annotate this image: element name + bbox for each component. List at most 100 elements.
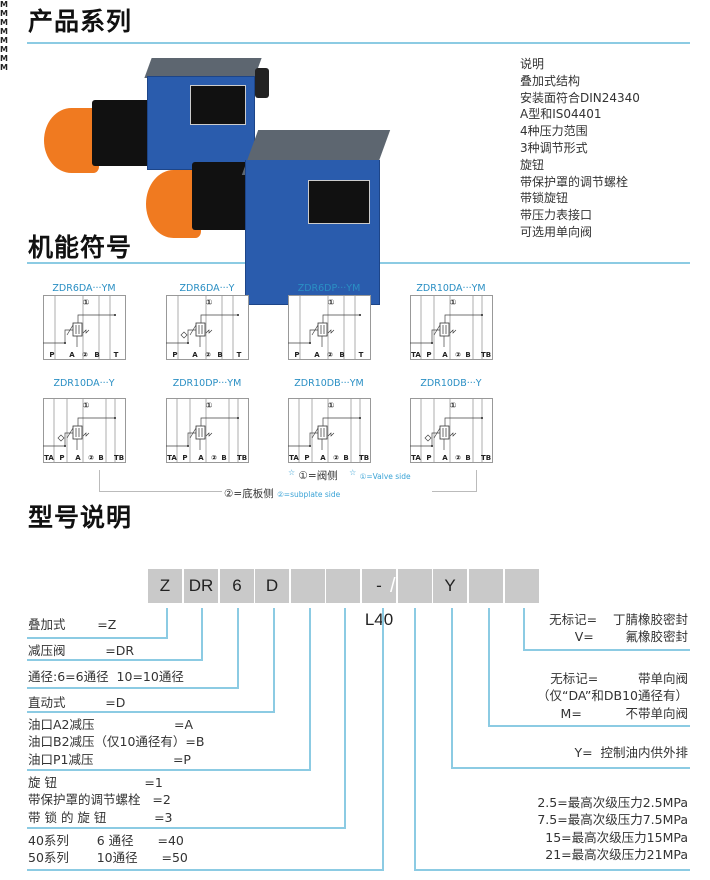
m-port-label: M	[0, 27, 8, 36]
valve-side-mark: ①	[83, 401, 90, 410]
code-box: Y	[433, 569, 467, 603]
star-icon: ☆	[349, 468, 357, 477]
m-port-label: M	[0, 54, 8, 63]
legend-line: 无标记= 带单向阀	[550, 671, 688, 686]
m-port-label: M	[0, 36, 8, 45]
code-box: -L40	[362, 569, 396, 629]
port-label: T	[359, 351, 364, 359]
legend-line: 带保护罩的调节螺栓 =2	[28, 792, 171, 808]
valve-side-mark: ①	[450, 298, 457, 307]
port-label: A	[442, 351, 448, 359]
code-box: /	[390, 569, 432, 603]
leader-line	[27, 659, 203, 661]
description-line: 带压力表接口	[520, 208, 593, 223]
legend-line: 7.5=最高次级压力7.5MPa	[537, 812, 688, 828]
leader-line	[166, 608, 168, 637]
port-label: TB	[237, 454, 247, 462]
description-line: 带锁旋钮	[520, 191, 569, 206]
m-port-label: M	[0, 9, 8, 18]
bracket-line	[432, 491, 477, 492]
legend-line: 油口B2减压（仅10通径有）=B	[28, 734, 205, 750]
port-label: ②	[211, 454, 217, 462]
m-port-label: M	[0, 0, 8, 9]
legend-line: M= 不带单向阀	[560, 705, 688, 721]
leader-line	[27, 827, 346, 829]
leader-line	[414, 869, 690, 871]
port-label: B	[217, 351, 222, 359]
port-label: P	[49, 351, 54, 359]
leader-line	[414, 608, 416, 871]
port-label: TB	[359, 454, 369, 462]
code-box	[469, 569, 503, 603]
legend-line: 通径:6=6通径 10=10通径	[28, 669, 184, 684]
legend-valve-side: ☆ ①=阀侧 ☆ ①=Valve side	[288, 468, 411, 483]
legend-item: 无标记= 带单向阀（仅“DA”和DB10通径有）M= 不带单向阀	[537, 670, 688, 722]
port-label: ②	[327, 351, 333, 359]
port-label: B	[343, 454, 348, 462]
legend-line: 2.5=最高次级压力2.5MPa	[537, 795, 688, 810]
legend-line: 油口A2减压 =A	[28, 717, 193, 732]
legend-subplate-side: ②=底板侧 ②=subplate side	[224, 486, 340, 501]
description-line: 3种调节形式	[520, 140, 588, 155]
port-label: TA	[167, 454, 177, 462]
m-port-label: M	[0, 63, 8, 72]
leader-line	[451, 767, 690, 769]
leader-line	[273, 608, 275, 711]
leader-line	[382, 608, 384, 869]
port-label: A	[69, 351, 75, 359]
legend-line: 减压阀 =DR	[28, 643, 135, 658]
leader-line	[27, 769, 311, 771]
valve-side-mark: ①	[206, 401, 213, 410]
port-label: B	[339, 351, 344, 359]
code-box	[505, 569, 539, 603]
port-label: T	[237, 351, 242, 359]
symbol-label: ZDR6DP···YM	[297, 283, 361, 294]
leader-line	[27, 637, 168, 639]
port-label: B	[465, 351, 470, 359]
section-title-model: 型号说明	[28, 503, 133, 532]
port-label: B	[221, 454, 226, 462]
legend-line: 带 锁 的 旋 钮 =3	[28, 809, 173, 825]
leader-line	[344, 608, 346, 827]
m-port-label: M	[0, 45, 8, 54]
legend-item: Y= 控制油内供外排	[574, 744, 688, 761]
symbol-label: ZDR6DA···Y	[179, 283, 235, 294]
port-label: P	[182, 454, 187, 462]
code-box: Z	[148, 569, 182, 603]
port-label: P	[304, 454, 309, 462]
legend-text: ①=阀侧	[298, 470, 338, 482]
port-label: A	[192, 351, 198, 359]
symbol-label: ZDR6DA···YM	[52, 283, 116, 294]
description-line: 叠加式结构	[520, 73, 581, 88]
code-box: D	[255, 569, 289, 603]
description-line: A型和IS04401	[520, 107, 602, 122]
bracket-line	[99, 491, 222, 492]
port-label: TB	[481, 454, 491, 462]
valve-side-mark: ①	[328, 298, 335, 307]
description-line: 可选用单向阀	[520, 224, 593, 239]
m-port-label: M	[0, 18, 8, 27]
valve-side-mark: ①	[83, 298, 90, 307]
leader-line	[237, 608, 239, 687]
port-label: B	[94, 351, 99, 359]
legend-item: 叠加式 =Z	[28, 616, 116, 633]
legend-item: 减压阀 =DR	[28, 642, 134, 659]
legend-line: V= 氟橡胶密封	[574, 629, 688, 645]
code-box	[291, 569, 325, 603]
symbol-label: ZDR10DB···YM	[294, 378, 364, 389]
symbol-label: ZDR10DA···Y	[53, 378, 115, 389]
legend-text-en: ①=Valve side	[359, 472, 411, 481]
port-label: A	[314, 351, 320, 359]
port-label: ②	[333, 454, 339, 462]
port-label: TB	[481, 351, 491, 359]
leader-line	[201, 608, 203, 659]
port-label: TB	[114, 454, 124, 462]
